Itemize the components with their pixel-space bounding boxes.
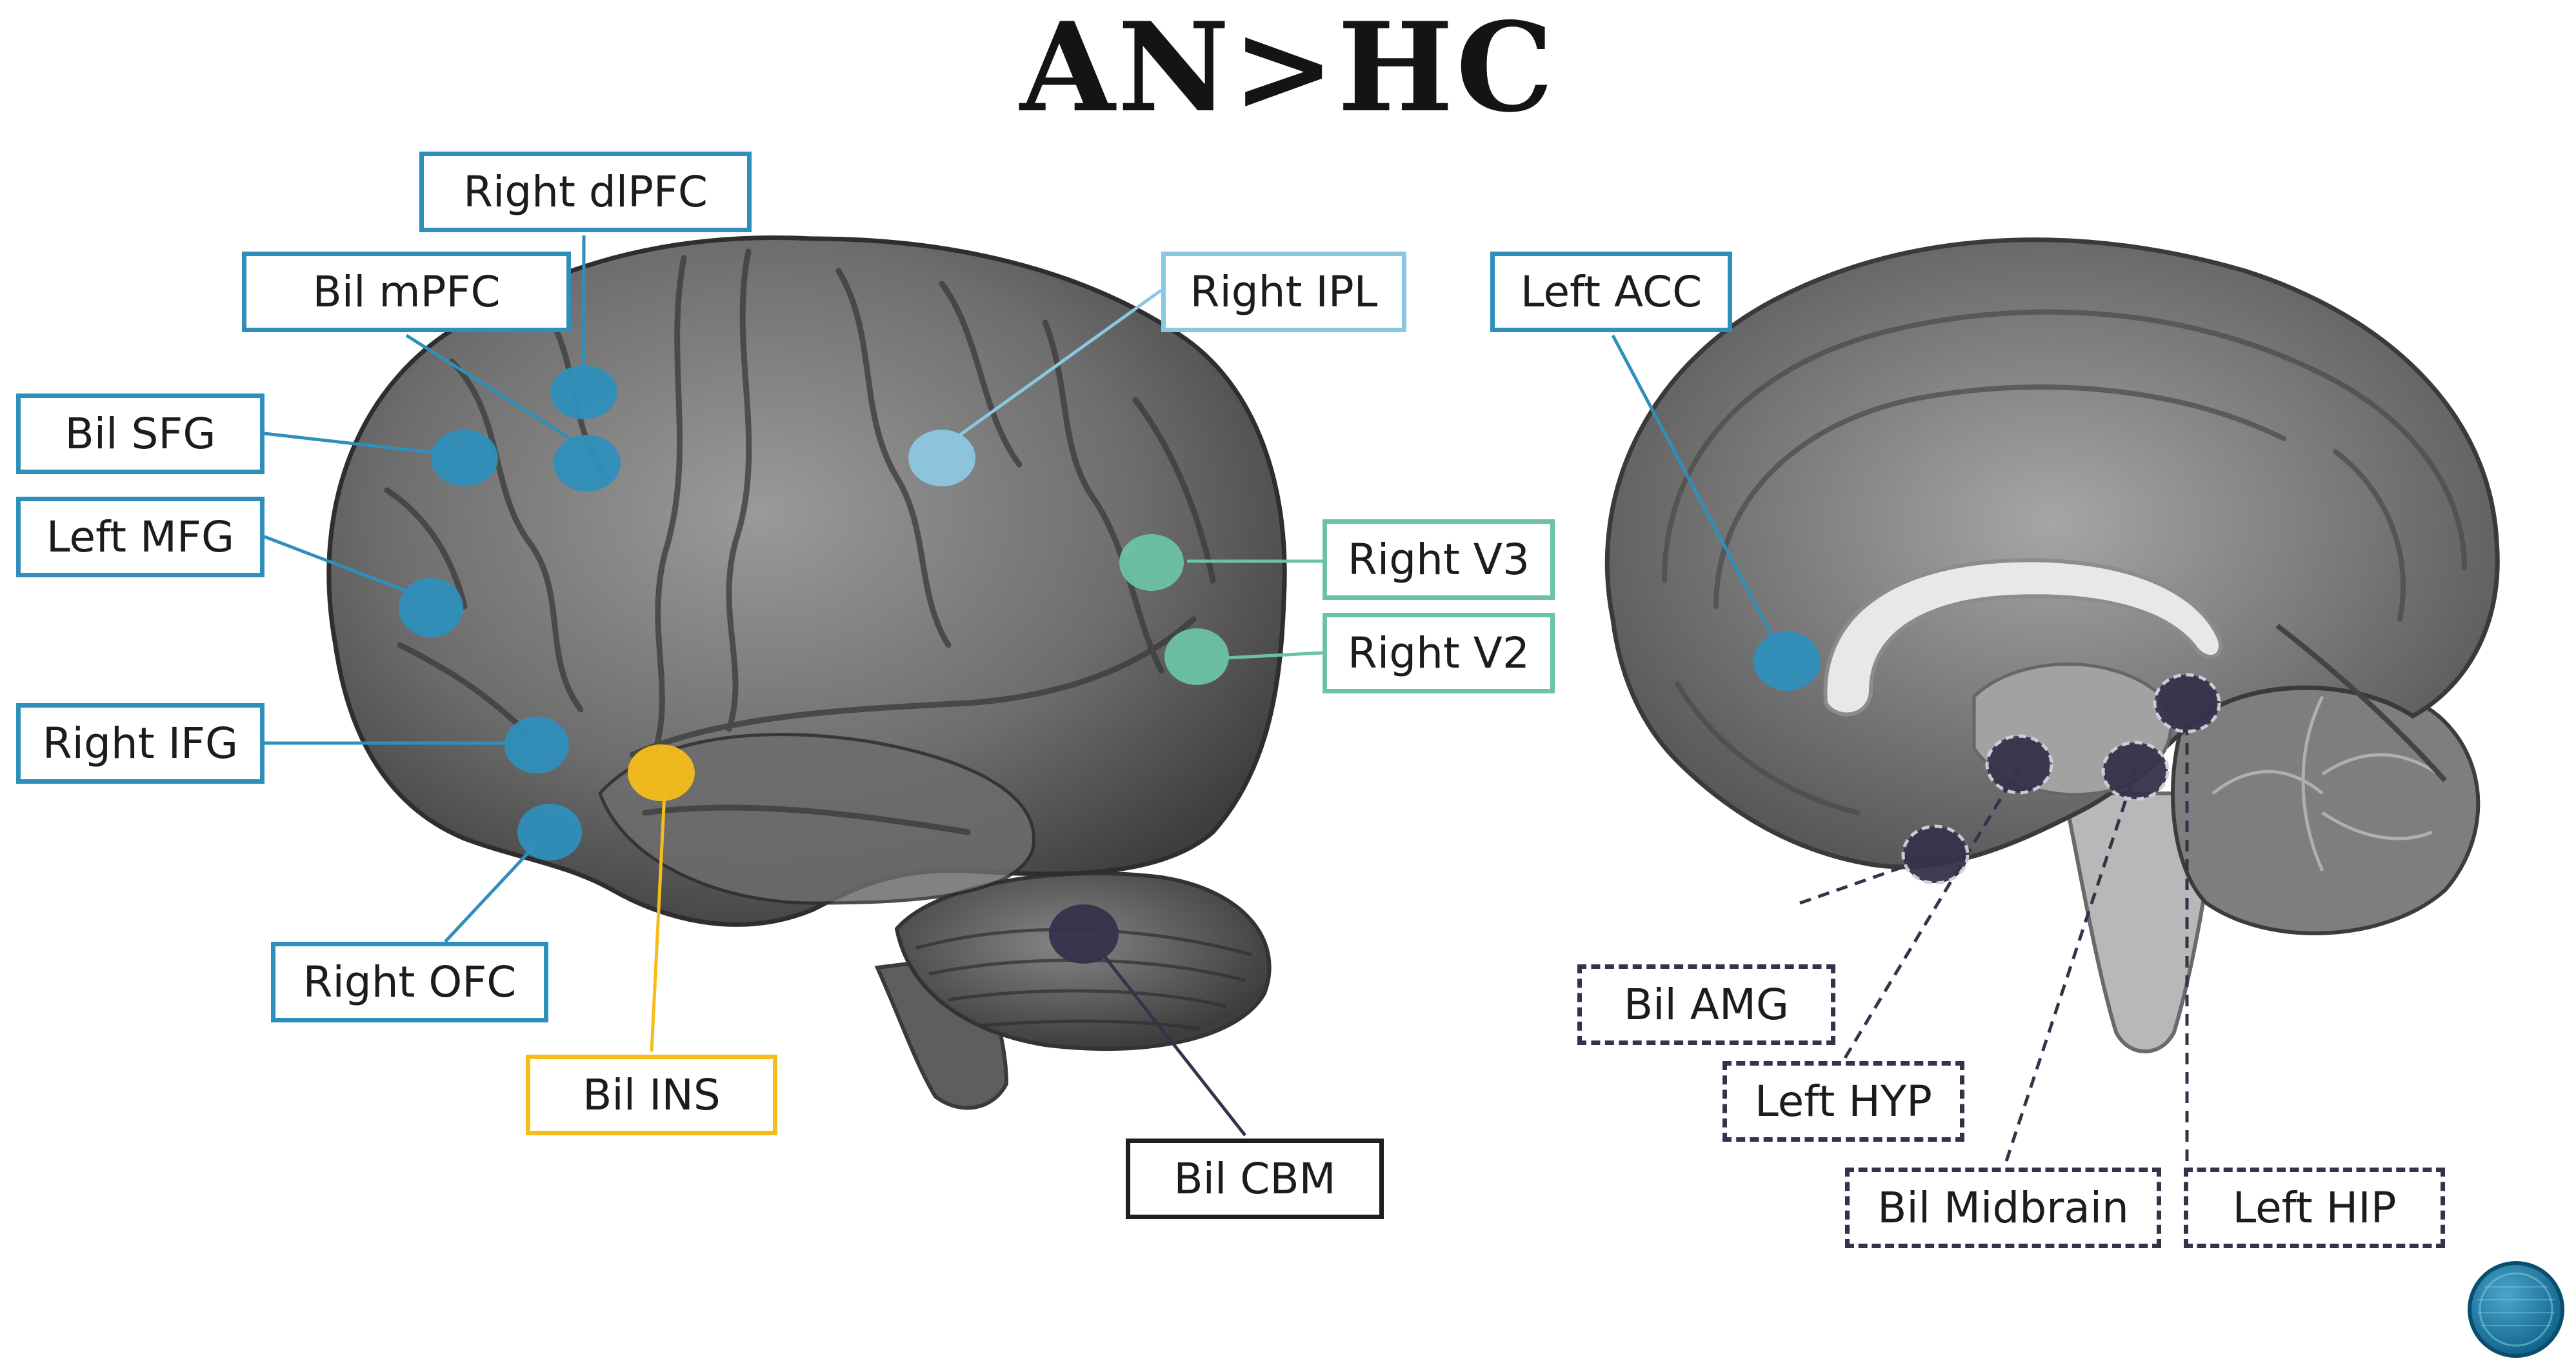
connector-left-mfg — [264, 535, 414, 595]
marker-right-dlpfc — [550, 365, 617, 419]
label-right-dlpfc: Right dlPFC — [419, 152, 752, 232]
label-left-hyp: Left HYP — [1722, 1061, 1964, 1142]
connector-left-hyp — [1843, 766, 2021, 1059]
connector-bil-mpfc — [405, 333, 582, 447]
connector-bil-ins — [650, 793, 666, 1052]
marker-bil-sfg — [431, 430, 498, 486]
marker-bil-amg — [1901, 824, 1970, 885]
medial-brain-illustration — [1604, 237, 2500, 1053]
label-right-ipl: Right IPL — [1161, 252, 1406, 332]
region-markers — [399, 365, 2221, 964]
label-bil-midbrain: Bil Midbrain — [1845, 1168, 2161, 1248]
marker-bil-midbrain — [2101, 741, 2170, 801]
label-right-ifg: Right IFG — [16, 703, 265, 784]
connector-bil-midbrain — [2004, 770, 2137, 1162]
label-right-ofc: Right OFC — [271, 942, 548, 1022]
marker-left-hip — [2153, 673, 2221, 733]
connector-right-ipl — [954, 288, 1163, 441]
marker-right-v3 — [1119, 534, 1184, 591]
marker-left-acc — [1753, 632, 1821, 691]
label-right-v2: Right V2 — [1323, 613, 1555, 693]
connector-bil-amg — [1799, 856, 1930, 905]
connector-bil-cbm — [1102, 953, 1246, 1137]
marker-left-hyp — [1985, 734, 2053, 795]
label-left-hip: Left HIP — [2184, 1168, 2445, 1248]
marker-bil-mpfc — [554, 435, 621, 492]
marker-right-ifg — [504, 717, 569, 773]
connector-left-acc — [1611, 334, 1782, 653]
label-bil-sfg: Bil SFG — [16, 393, 265, 474]
circular-logo-icon — [2468, 1261, 2564, 1358]
marker-bil-ins — [628, 744, 695, 801]
marker-right-ipl — [908, 430, 975, 486]
marker-left-mfg — [399, 578, 463, 637]
label-bil-mpfc: Bil mPFC — [242, 252, 571, 332]
label-right-v3: Right V3 — [1323, 519, 1555, 600]
label-bil-cbm: Bil CBM — [1126, 1139, 1384, 1219]
connector-right-ofc — [444, 844, 537, 943]
connector-right-v2 — [1225, 651, 1323, 660]
connector-lines — [264, 235, 2189, 1162]
label-left-acc: Left ACC — [1490, 252, 1732, 332]
marker-right-v2 — [1164, 628, 1229, 685]
label-bil-amg: Bil AMG — [1577, 964, 1835, 1045]
marker-right-ofc — [517, 804, 582, 861]
connector-bil-sfg — [264, 432, 452, 457]
label-bil-ins: Bil INS — [526, 1055, 777, 1135]
marker-bil-cbm — [1049, 904, 1119, 964]
figure-title: AN>HC — [1019, 0, 1557, 139]
label-left-mfg: Left MFG — [16, 497, 265, 577]
